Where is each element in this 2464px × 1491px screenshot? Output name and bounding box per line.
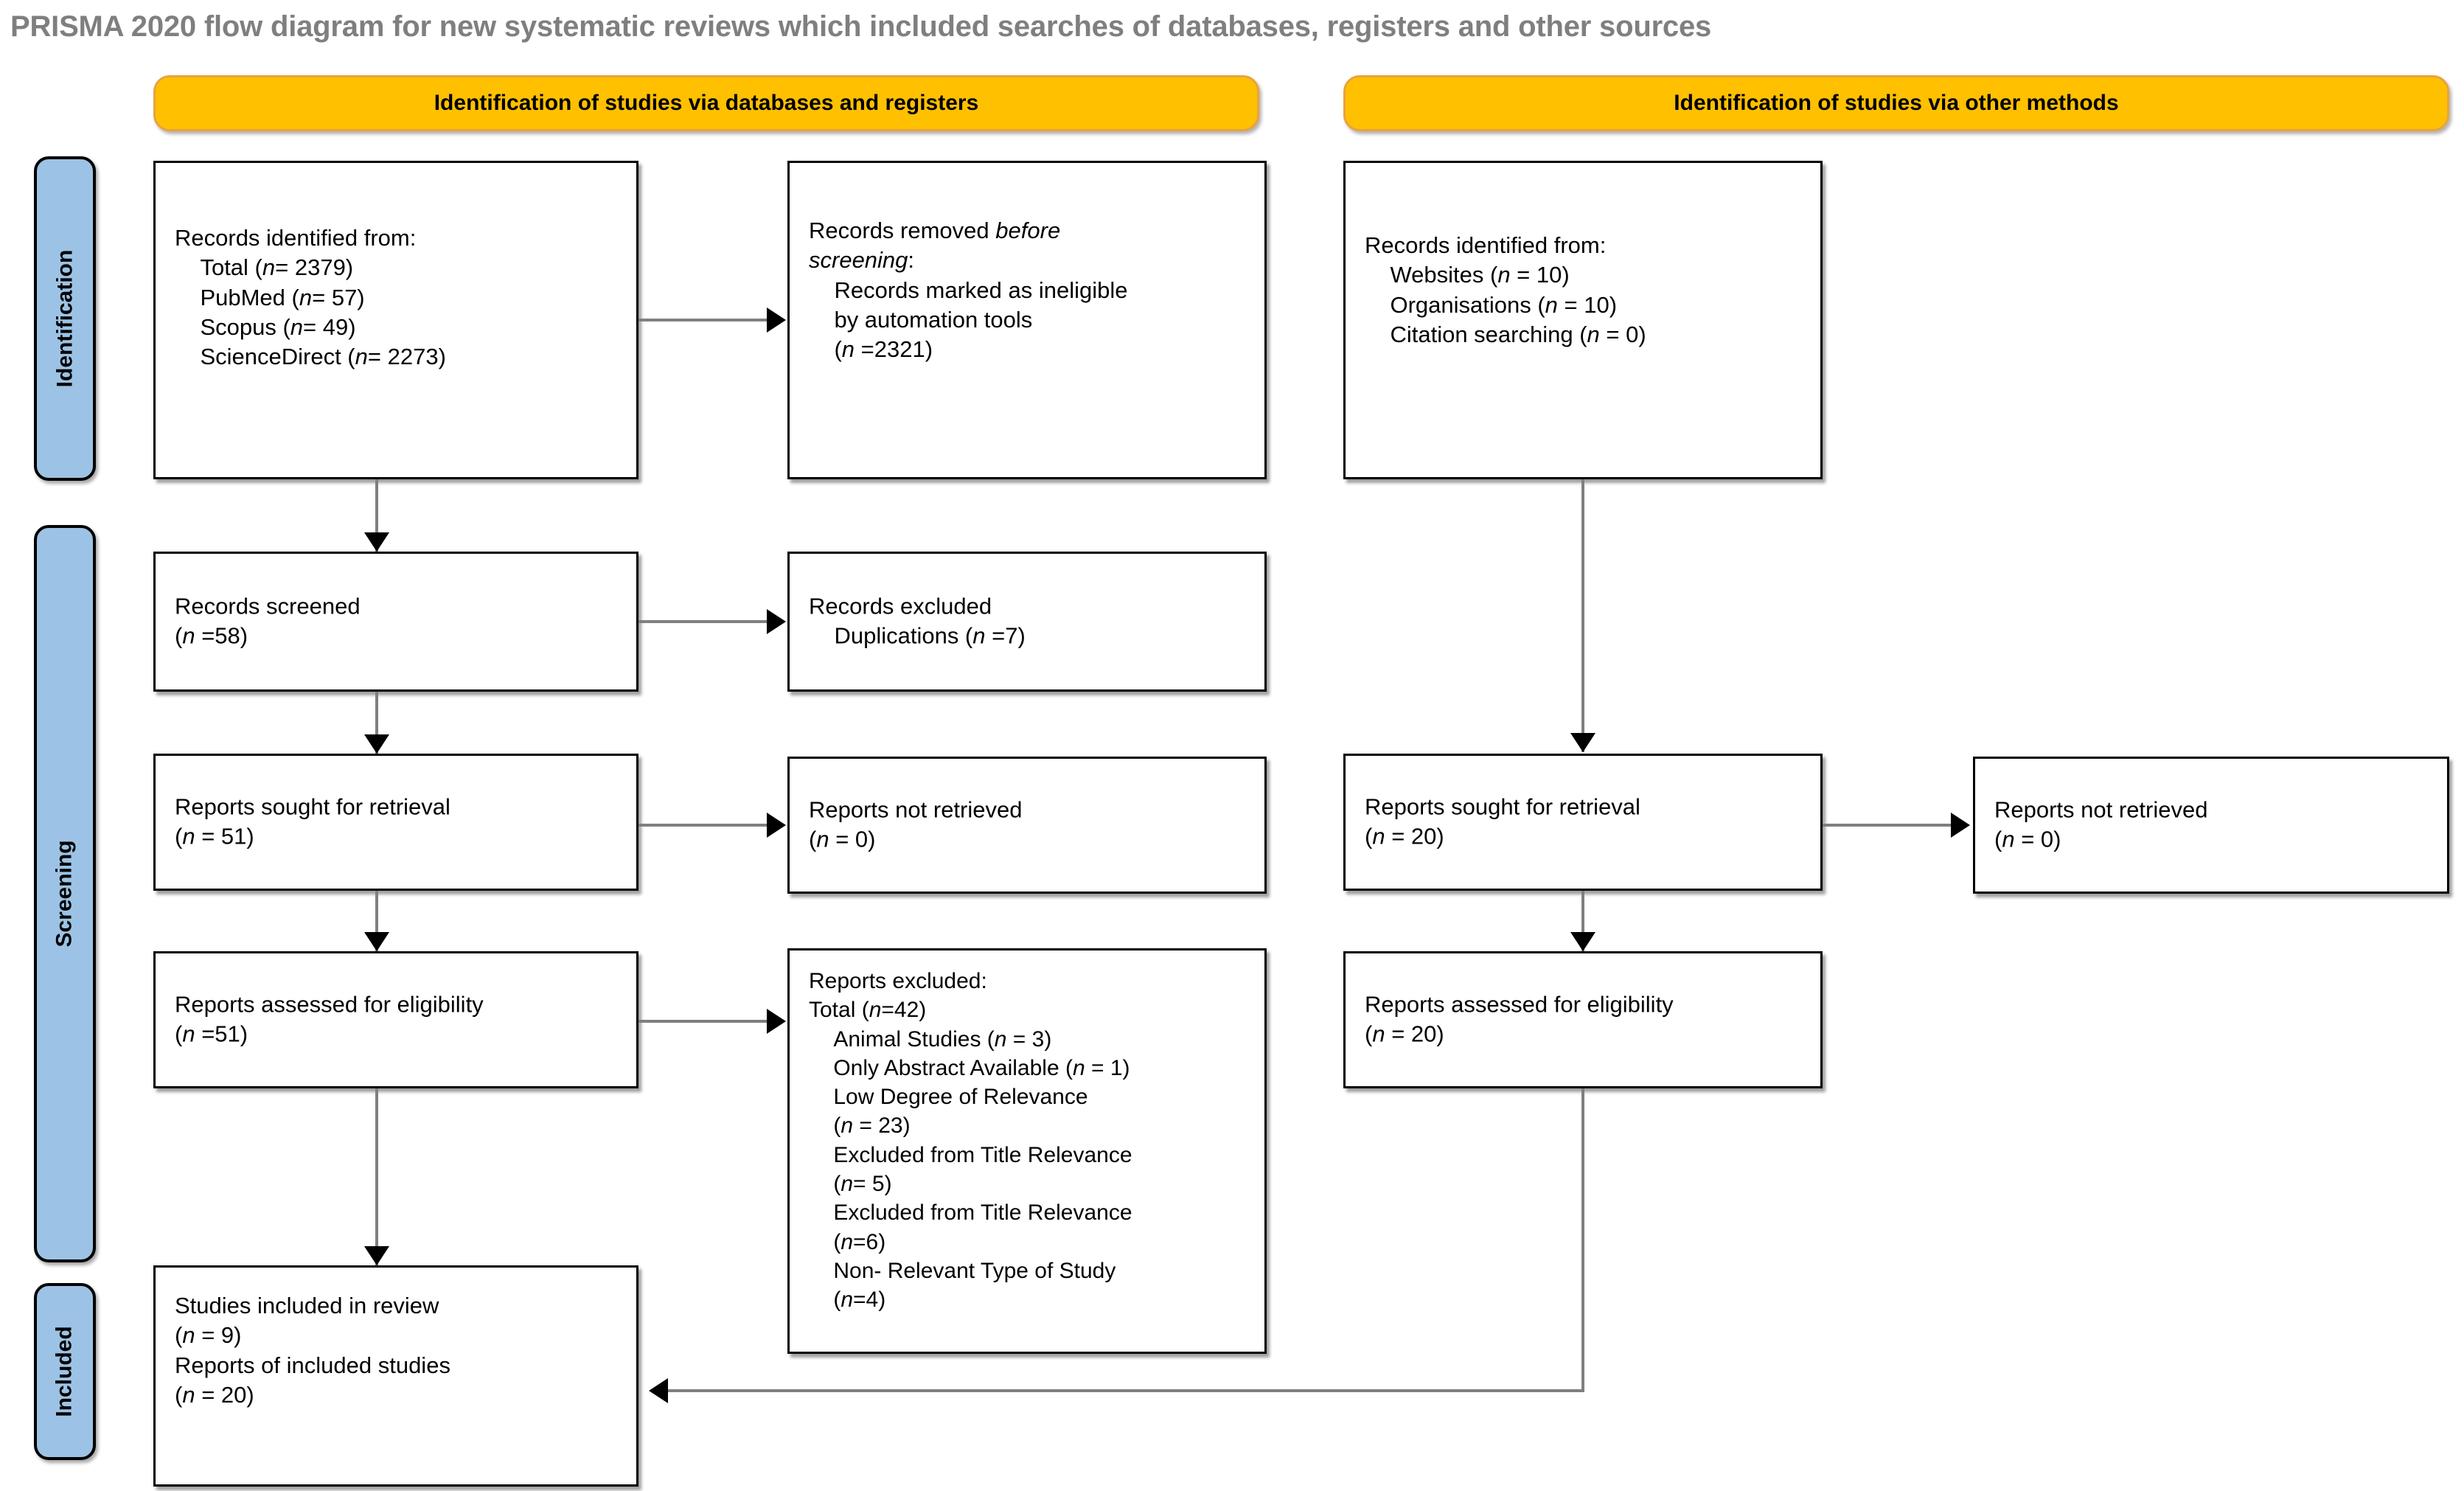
box-records-excluded: Records excluded Duplications (n =7): [787, 552, 1267, 692]
connector-assessed-other-elbow-horizontal: [668, 1389, 1584, 1392]
box-reports-excluded-text: Reports excluded: Total (n=42) Animal St…: [809, 969, 1132, 1313]
box-records-removed-before-screening: Records removed before screening: Record…: [787, 161, 1267, 479]
box-records-screened-text: Records screened (n =58): [175, 593, 361, 649]
box-records-identified-databases-text: Records identified from: Total (n= 2379)…: [175, 225, 446, 370]
banner-other-label: Identification of studies via other meth…: [1674, 91, 2119, 115]
connector-screened-to-excluded: [638, 620, 768, 623]
connector-sought-to-notretrieved-other: [1823, 824, 1952, 827]
box-reports-not-retrieved-other: Reports not retrieved (n = 0): [1973, 757, 2449, 894]
connector-other-identified-to-sought: [1581, 479, 1584, 752]
banner-other-methods: Identification of studies via other meth…: [1343, 75, 2449, 131]
box-reports-excluded: Reports excluded: Total (n=42) Animal St…: [787, 948, 1267, 1354]
connector-identified-to-removed: [638, 319, 768, 322]
connector-identified-to-screened: [375, 479, 378, 553]
box-reports-assessed-databases: Reports assessed for eligibility (n =51): [153, 951, 638, 1088]
connector-sought-to-notretrieved-other-arrow: [1951, 813, 1970, 838]
box-reports-not-retrieved-databases-text: Reports not retrieved (n = 0): [809, 796, 1023, 852]
box-records-excluded-text: Records excluded Duplications (n =7): [809, 593, 1026, 649]
banner-databases-label: Identification of studies via databases …: [434, 91, 979, 115]
banner-databases-and-registers: Identification of studies via databases …: [153, 75, 1259, 131]
rail-included-label: Included: [52, 1326, 77, 1417]
rail-included: Included: [34, 1283, 96, 1460]
connector-assessed-to-excluded-db: [638, 1020, 768, 1023]
connector-other-identified-to-sought-arrow: [1570, 733, 1595, 752]
box-reports-sought-databases-text: Reports sought for retrieval (n = 51): [175, 793, 450, 849]
connector-screened-to-sought-arrow: [364, 734, 389, 754]
box-reports-not-retrieved-databases: Reports not retrieved (n = 0): [787, 757, 1267, 894]
connector-identified-to-screened-arrow: [364, 532, 389, 552]
box-records-removed-text: Records removed before screening: Record…: [809, 218, 1128, 363]
connector-sought-to-notretrieved-db-arrow: [767, 813, 786, 838]
box-records-identified-databases: Records identified from: Total (n= 2379)…: [153, 161, 638, 479]
box-reports-assessed-other: Reports assessed for eligibility (n = 20…: [1343, 951, 1823, 1088]
box-reports-sought-other-text: Reports sought for retrieval (n = 20): [1365, 793, 1640, 849]
page-title: PRISMA 2020 flow diagram for new systema…: [10, 10, 1712, 43]
connector-assessed-to-excluded-db-arrow: [767, 1009, 786, 1034]
rail-screening-label: Screening: [52, 840, 77, 948]
rail-identification: Identification: [34, 156, 96, 481]
box-reports-assessed-other-text: Reports assessed for eligibility (n = 20…: [1365, 991, 1674, 1047]
rail-identification-label: Identification: [52, 249, 77, 388]
connector-sought-to-assessed-db-arrow: [364, 932, 389, 951]
box-records-identified-other-text: Records identified from: Websites (n = 1…: [1365, 232, 1646, 347]
connector-screened-to-sought: [375, 692, 378, 754]
box-reports-sought-other: Reports sought for retrieval (n = 20): [1343, 754, 1823, 891]
connector-sought-to-assessed-other-arrow: [1570, 932, 1595, 951]
connector-assessed-to-included-db-arrow: [364, 1246, 389, 1265]
box-records-screened: Records screened (n =58): [153, 552, 638, 692]
connector-sought-to-assessed-other: [1581, 891, 1584, 951]
connector-assessed-other-elbow-vertical: [1581, 1088, 1584, 1392]
connector-sought-to-assessed-db: [375, 891, 378, 951]
rail-screening: Screening: [34, 525, 96, 1262]
connector-assessed-to-included-db: [375, 1088, 378, 1265]
box-reports-sought-databases: Reports sought for retrieval (n = 51): [153, 754, 638, 891]
connector-sought-to-notretrieved-db: [638, 824, 768, 827]
box-records-identified-other: Records identified from: Websites (n = 1…: [1343, 161, 1823, 479]
connector-identified-to-removed-arrow: [767, 307, 786, 333]
box-studies-included-text: Studies included in review (n = 9) Repor…: [175, 1293, 450, 1408]
connector-assessed-other-to-included-arrow: [649, 1378, 668, 1403]
box-reports-not-retrieved-other-text: Reports not retrieved (n = 0): [1994, 796, 2208, 852]
box-studies-included: Studies included in review (n = 9) Repor…: [153, 1265, 638, 1487]
connector-screened-to-excluded-arrow: [767, 609, 786, 634]
box-reports-assessed-databases-text: Reports assessed for eligibility (n =51): [175, 991, 484, 1047]
